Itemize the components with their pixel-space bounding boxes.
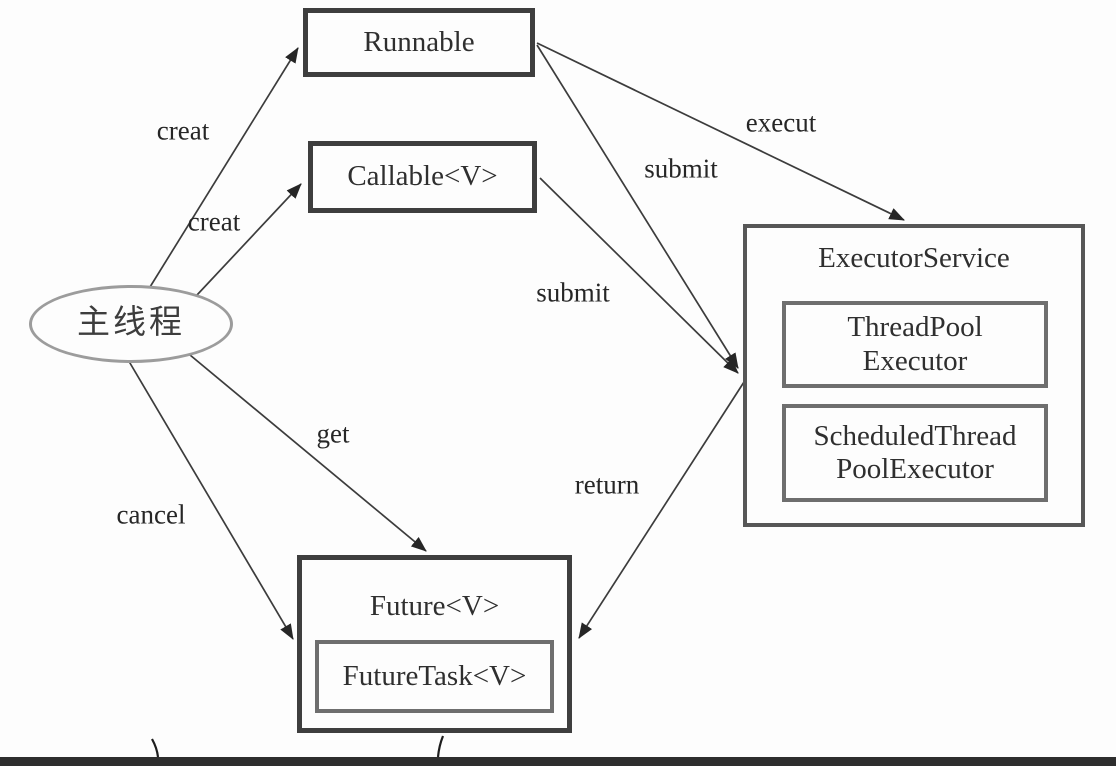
edge-label-execut: execut (745, 107, 817, 138)
node-main-thread: 主线程 (29, 285, 233, 363)
arrow-get (183, 349, 427, 552)
node-thread-pool-executor-line1: ThreadPool (847, 311, 983, 344)
node-thread-pool-executor: ThreadPool Executor (782, 301, 1048, 388)
node-runnable-label: Runnable (363, 25, 475, 58)
arrow-create-runnable (149, 47, 299, 288)
node-callable: Callable<V> (308, 141, 537, 213)
edge-label-creat-callable: creat (187, 206, 241, 237)
node-callable-label: Callable<V> (347, 160, 498, 193)
node-scheduled-thread-pool-executor-line2: PoolExecutor (836, 453, 994, 485)
arrow-execute (536, 42, 905, 221)
edge-label-submit-runnable: submit (644, 153, 718, 184)
cropped-glyph-fragment (436, 735, 445, 758)
edge-label-get: get (316, 418, 350, 449)
arrow-return (578, 381, 745, 639)
node-main-thread-label: 主线程 (77, 305, 185, 342)
edge-label-cancel: cancel (116, 499, 186, 530)
arrow-create-callable (196, 183, 302, 296)
bottom-crop-bar (0, 757, 1116, 766)
edge-label-return: return (574, 469, 640, 500)
node-future-task: FutureTask<V> (315, 640, 554, 713)
node-runnable: Runnable (303, 8, 535, 77)
edge-label-submit-callable: submit (536, 277, 610, 308)
edge-label-creat-runnable: creat (156, 115, 210, 146)
arrow-submit-runnable (536, 44, 739, 369)
arrow-submit-callable (539, 177, 739, 374)
node-scheduled-thread-pool-executor: ScheduledThread PoolExecutor (782, 404, 1048, 502)
node-thread-pool-executor-line2: Executor (862, 344, 968, 377)
node-future-task-label: FutureTask<V> (342, 659, 527, 692)
arrow-cancel (126, 357, 294, 640)
node-scheduled-thread-pool-executor-line1: ScheduledThread (813, 419, 1017, 452)
cropped-glyph-fragment (151, 738, 160, 758)
node-executor-service-label: ExecutorService (818, 242, 1010, 274)
node-future-label: Future<V> (369, 590, 500, 622)
